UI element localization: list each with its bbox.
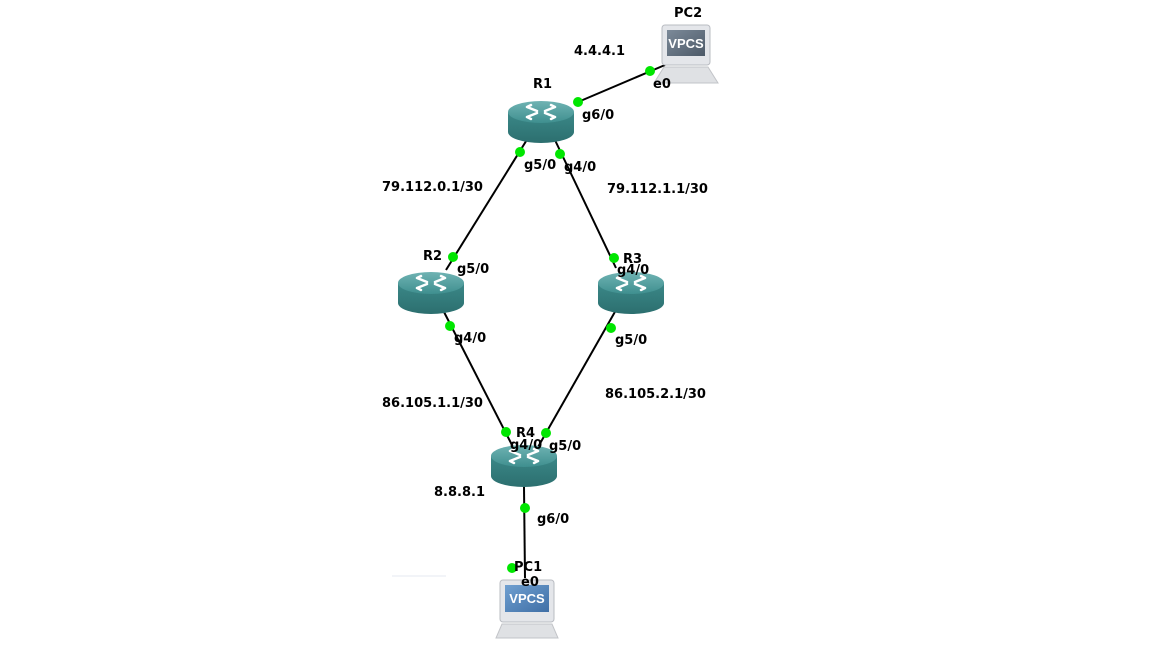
port-dot [609, 253, 619, 263]
port-dot [573, 97, 583, 107]
pc2-screen-text: VPCS [668, 36, 704, 51]
port-label: g5/0 [615, 333, 648, 348]
link-r3-r4[interactable] [537, 309, 617, 448]
pc1-vpcs-icon[interactable]: VPCS [495, 579, 559, 639]
port-dot [520, 503, 530, 513]
node-label-r4[interactable]: R4 [516, 426, 536, 441]
port-label: g4/0 [564, 160, 597, 175]
port-dot [448, 252, 458, 262]
port-dot [507, 563, 517, 573]
note-pc1-net[interactable]: 8.8.8.1 [434, 485, 485, 500]
port-dot [555, 149, 565, 159]
link-status-dots [445, 66, 655, 573]
note-r2-r4-net[interactable]: 86.105.1.1/30 [382, 396, 483, 411]
port-label: g4/0 [454, 331, 487, 346]
port-label: g5/0 [457, 262, 490, 277]
port-label: g6/0 [582, 108, 615, 123]
node-label-r2[interactable]: R2 [423, 249, 443, 264]
port-label: e0 [521, 575, 539, 590]
note-pc2-net[interactable]: 4.4.4.1 [574, 44, 625, 59]
port-dot [606, 323, 616, 333]
port-label: e0 [653, 77, 671, 92]
router-r1[interactable] [506, 99, 576, 145]
router-r2[interactable] [396, 270, 466, 316]
port-label: g4/0 [617, 263, 650, 278]
link-r1-r3[interactable] [553, 137, 617, 269]
node-label-r3[interactable]: R3 [623, 252, 643, 267]
port-label: g4/0 [510, 438, 543, 453]
port-label: g5/0 [524, 158, 557, 173]
note-r3-r4-net[interactable]: 86.105.2.1/30 [605, 387, 706, 402]
node-label-r1[interactable]: R1 [533, 77, 553, 92]
note-r1-r2-net[interactable]: 79.112.0.1/30 [382, 180, 483, 195]
port-dot [501, 427, 511, 437]
router-r3[interactable] [596, 270, 666, 316]
link-r1-r2[interactable] [445, 137, 529, 271]
port-dot [515, 147, 525, 157]
link-r2-r4[interactable] [442, 309, 514, 448]
port-dot [445, 321, 455, 331]
note-r1-r3-net[interactable]: 79.112.1.1/30 [607, 182, 708, 197]
node-label-pc2[interactable]: PC2 [674, 6, 703, 21]
link-r4-pc1[interactable] [523, 486, 526, 579]
port-dot [541, 428, 551, 438]
port-label: g6/0 [537, 512, 570, 527]
pc1-screen-text: VPCS [509, 591, 545, 606]
pc2-vpcs-icon[interactable]: VPCS [653, 24, 719, 84]
port-dot [645, 66, 655, 76]
port-label: g5/0 [549, 439, 582, 454]
node-label-pc1[interactable]: PC1 [514, 560, 543, 575]
